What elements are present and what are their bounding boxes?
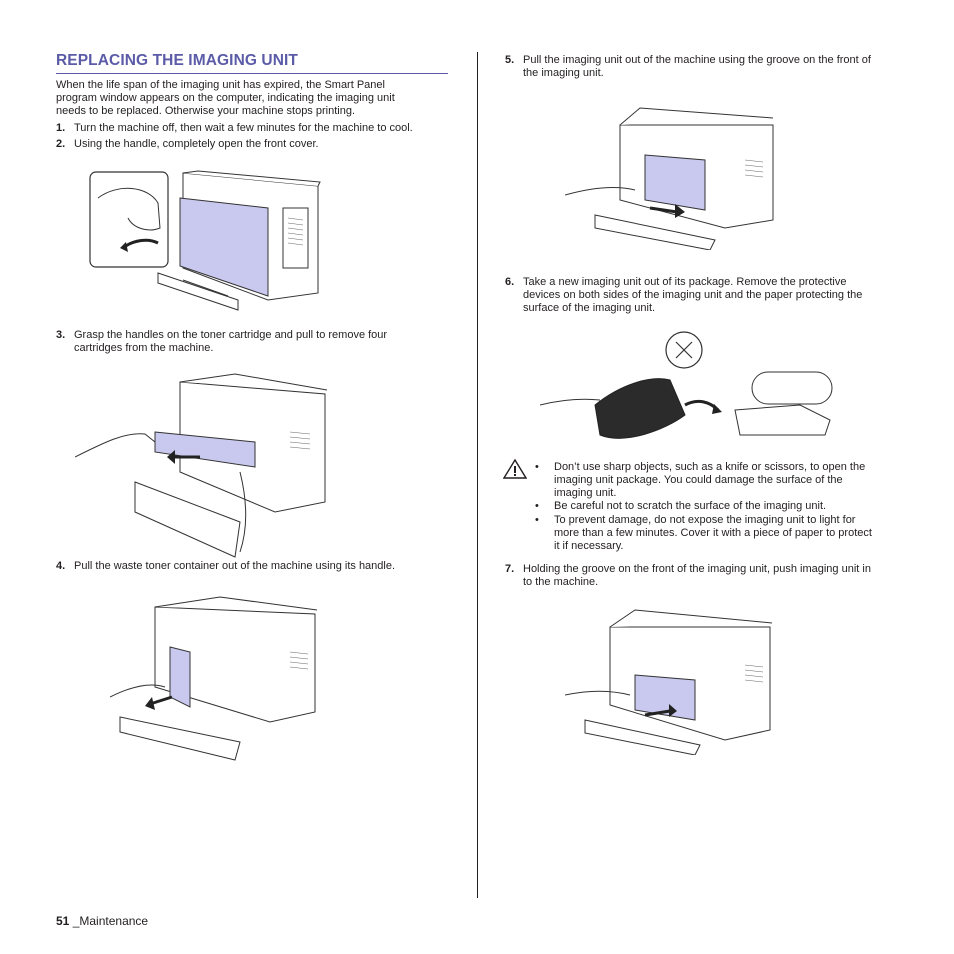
step-1: 1. Turn the machine off, then wait a few…	[56, 122, 456, 136]
step-6: 6. Take a new imaging unit out of its pa…	[505, 276, 905, 318]
step-number: 3.	[56, 329, 66, 341]
step-text: Take a new imaging unit out of its packa…	[523, 276, 863, 314]
step-number: 7.	[505, 563, 515, 575]
column-divider	[477, 52, 478, 898]
step-number: 5.	[505, 54, 515, 66]
caution-item: • To prevent damage, do not expose the i…	[535, 514, 905, 554]
footer-section: _Maintenance	[72, 914, 149, 928]
step-7: 7. Holding the groove on the front of th…	[505, 563, 905, 591]
intro-line: program window appears on the computer, …	[56, 92, 395, 104]
illustration-waste-toner	[110, 596, 318, 761]
step-4: 4. Pull the waste toner container out of…	[56, 560, 456, 574]
step-text: Turn the machine off, then wait a few mi…	[74, 122, 413, 134]
step-number: 6.	[505, 276, 515, 288]
illustration-open-cover	[89, 170, 321, 311]
step-number: 4.	[56, 560, 66, 572]
bullet: •	[535, 500, 539, 512]
illustration-remove-cartridges	[75, 373, 328, 558]
intro-line: When the life span of the imaging unit h…	[56, 79, 385, 91]
step-3: 3. Grasp the handles on the toner cartri…	[56, 329, 456, 357]
caution-item: • Don’t use sharp objects, such as a kni…	[535, 461, 905, 501]
step-text: Holding the groove on the front of the i…	[523, 563, 871, 588]
bullet: •	[535, 514, 539, 526]
bullet: •	[535, 461, 539, 473]
page-number: 51	[56, 914, 70, 928]
illustration-pull-imaging-unit	[565, 107, 774, 250]
title-rule	[56, 73, 448, 74]
section-title: REPLACING THE IMAGING UNIT	[56, 52, 298, 69]
illustration-unpack-imaging-unit	[540, 331, 833, 439]
step-number: 2.	[56, 138, 66, 150]
caution-item: • Be careful not to scratch the surface …	[535, 500, 905, 514]
step-text: Using the handle, completely open the fr…	[74, 138, 319, 150]
step-text: Grasp the handles on the toner cartridge…	[74, 329, 388, 354]
illustration-insert-imaging-unit	[565, 609, 773, 755]
caution-text: Be careful not to scratch the surface of…	[554, 500, 827, 512]
caution-text: To prevent damage, do not expose the ima…	[554, 514, 872, 552]
page-footer: 51 _Maintenance	[56, 914, 148, 928]
step-text: Pull the imaging unit out of the machine…	[523, 54, 871, 79]
caution-text: Don’t use sharp objects, such as a knife…	[554, 461, 866, 499]
step-5: 5. Pull the imaging unit out of the mach…	[505, 54, 905, 82]
step-2: 2. Using the handle, completely open the…	[56, 138, 456, 152]
intro-paragraph: When the life span of the imaging unit h…	[56, 79, 456, 118]
warning-icon	[503, 458, 527, 479]
intro-line: needs to be replaced. Otherwise your mac…	[56, 105, 355, 117]
step-text: Pull the waste toner container out of th…	[74, 560, 396, 572]
step-number: 1.	[56, 122, 66, 134]
